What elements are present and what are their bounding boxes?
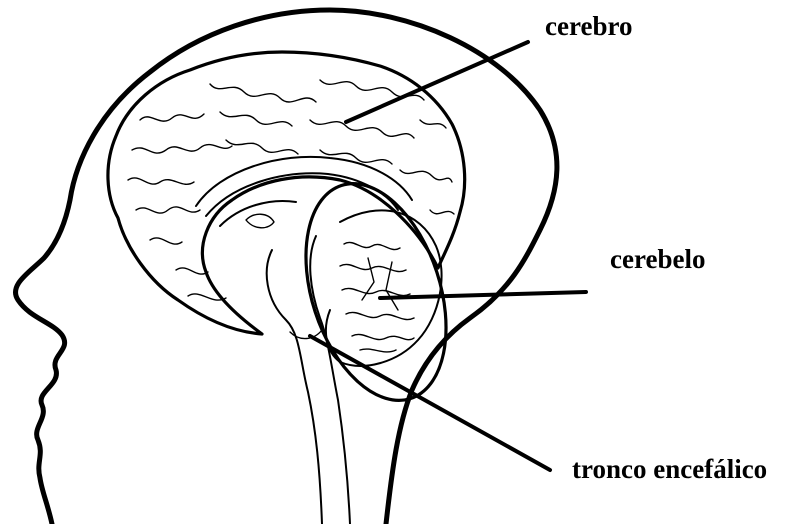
cerebellum-leader-line [380, 292, 586, 298]
cerebrum-leader-line [346, 42, 528, 122]
cerebellum-shape [281, 166, 472, 419]
cerebrum-label: cerebro [545, 11, 632, 41]
cerebellum-label: cerebelo [610, 244, 705, 274]
brainstem-label: tronco encefálico [572, 454, 767, 484]
head-outline [15, 10, 556, 524]
